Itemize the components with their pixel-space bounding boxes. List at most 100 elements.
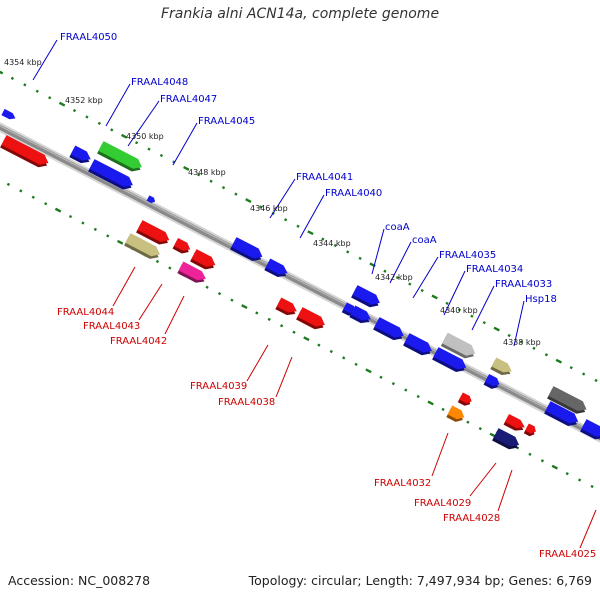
tick-mark <box>303 336 310 342</box>
tick-mark <box>383 269 387 273</box>
gene-label-fraal4034[interactable]: FRAAL4034 <box>466 264 523 275</box>
gene-arrow <box>69 145 91 164</box>
gene-arrow-body <box>404 333 432 353</box>
scale-label: 4348 kbp <box>188 168 226 177</box>
callout-line <box>389 241 412 284</box>
callout-line <box>105 83 131 127</box>
callout-line <box>471 285 495 331</box>
tick-mark <box>395 276 399 280</box>
tick-mark <box>159 153 164 158</box>
tick-mark <box>555 358 563 364</box>
gene-arrow <box>124 233 160 259</box>
gene-arrow <box>146 195 156 204</box>
tick-mark <box>72 108 77 113</box>
tick-mark <box>466 420 470 424</box>
tick-mark <box>578 478 582 482</box>
tick-mark <box>44 202 48 206</box>
topology-summary: Topology: circular; Length: 7,497,934 bp… <box>248 573 592 588</box>
gene-label-fraal4039[interactable]: FRAAL4039 <box>190 381 247 392</box>
gene-arrow <box>544 401 579 426</box>
tick-mark <box>441 407 445 411</box>
gene-label-coaa-2[interactable]: coaA <box>412 235 437 246</box>
gene-arrow <box>351 285 380 308</box>
tick-mark <box>68 214 73 219</box>
gene-label-fraal4033[interactable]: FRAAL4033 <box>495 279 552 290</box>
gene-label-coaa[interactable]: coaA <box>385 222 410 233</box>
tick-mark <box>217 292 222 296</box>
gene-arrow-body <box>137 220 170 242</box>
tick-mark <box>245 198 252 203</box>
gene-label-fraal4045[interactable]: FRAAL4045 <box>198 116 255 127</box>
tick-mark <box>155 259 160 264</box>
gene-arrow-body <box>343 302 356 314</box>
tick-mark <box>404 388 408 392</box>
tick-mark <box>97 121 101 126</box>
gene-arrow-body <box>146 195 156 204</box>
tick-mark <box>58 101 66 107</box>
gene-arrow <box>492 428 520 450</box>
callout-line <box>469 462 497 497</box>
forward-gene-labels: FRAAL4050 FRAAL4048 FRAAL4047 FRAAL4045 … <box>60 32 557 305</box>
gene-label-fraal4040[interactable]: FRAAL4040 <box>325 188 382 199</box>
gene-label-fraal4025[interactable]: FRAAL4025 <box>539 549 596 560</box>
gene-arrow-body <box>548 386 587 412</box>
tick-mark <box>565 471 569 476</box>
gene-arrow <box>264 258 288 277</box>
tick-mark <box>93 227 97 232</box>
gene-label-fraal4035[interactable]: FRAAL4035 <box>439 250 496 261</box>
callout-line <box>275 356 293 398</box>
tick-mark <box>379 375 383 379</box>
tick-mark <box>259 205 263 209</box>
gene-label-fraal4028[interactable]: FRAAL4028 <box>443 513 500 524</box>
gene-arrow-body <box>374 317 404 338</box>
tick-mark <box>23 83 27 87</box>
gene-arrow <box>136 220 170 245</box>
callout-line <box>513 300 525 347</box>
gene-arrow <box>490 357 512 376</box>
gene-label-fraal4047[interactable]: FRAAL4047 <box>160 94 217 105</box>
gene-label-fraal4048[interactable]: FRAAL4048 <box>131 77 188 88</box>
tick-mark <box>431 294 438 300</box>
gene-arrow-body <box>352 285 380 305</box>
tick-mark <box>569 365 573 370</box>
gene-arrow-body <box>70 145 91 161</box>
gene-arrow <box>172 238 191 254</box>
gene-arrow-body <box>447 405 465 420</box>
callout-line <box>32 39 58 81</box>
tick-mark <box>221 186 226 190</box>
gene-label-fraal4044[interactable]: FRAAL4044 <box>57 307 114 318</box>
gene-arrow <box>547 386 587 414</box>
gene-label-fraal4029[interactable]: FRAAL4029 <box>414 498 471 509</box>
gene-label-fraal4032[interactable]: FRAAL4032 <box>374 478 431 489</box>
gene-label-hsp18[interactable]: Hsp18 <box>525 294 557 305</box>
gene-arrow-body <box>1 108 16 120</box>
gene-label-fraal4042[interactable]: FRAAL4042 <box>110 336 167 347</box>
gene-arrow-body <box>484 374 500 387</box>
gene-arrow-body <box>350 305 371 321</box>
accession-label: Accession: NC_008278 <box>8 573 151 588</box>
gene-arrow <box>0 135 49 168</box>
tick-mark <box>183 165 190 171</box>
gene-arrow <box>97 141 142 172</box>
scale-label: 4338 kbp <box>503 338 541 347</box>
gene-arrow-body <box>433 347 467 370</box>
tick-mark <box>582 372 586 376</box>
gene-arrow <box>503 414 525 431</box>
gene-label-fraal4043[interactable]: FRAAL4043 <box>83 321 140 332</box>
gene-arrow-body <box>89 159 133 187</box>
scale-label: 4352 kbp <box>65 96 103 105</box>
tick-mark <box>19 189 23 193</box>
gene-arrow-body <box>276 297 297 313</box>
gene-arrow-body <box>504 414 525 428</box>
tick-mark <box>445 301 449 305</box>
tick-mark <box>292 330 296 334</box>
map-title: Frankia alni ACN14a, complete genome <box>160 6 440 22</box>
gene-arrow-body <box>265 258 288 275</box>
gene-label-fraal4050[interactable]: FRAAL4050 <box>60 32 117 43</box>
gene-arrow-body <box>525 423 536 434</box>
tick-mark <box>317 343 321 347</box>
tick-mark <box>279 324 284 328</box>
gene-arrow-body <box>581 419 600 437</box>
gene-label-fraal4041[interactable]: FRAAL4041 <box>296 172 353 183</box>
gene-label-fraal4038[interactable]: FRAAL4038 <box>218 397 275 408</box>
